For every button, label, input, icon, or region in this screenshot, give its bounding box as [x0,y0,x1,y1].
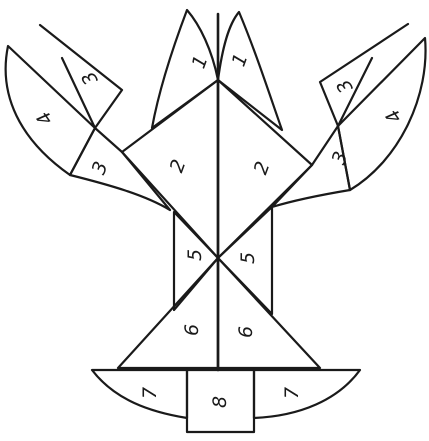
label-shoulder-left: 3 [88,159,113,178]
label-wing-left: 2 [166,157,191,176]
label-fin-right: 7 [281,387,303,399]
label-wing-right: 2 [250,159,275,178]
label-claw-left: 4 [33,107,58,130]
label-claw-right: 4 [382,105,407,128]
label-horn-left: 1 [188,53,213,72]
right-body-piece [218,258,320,368]
left-body-piece [118,258,218,368]
label-body-left: 6 [181,324,203,336]
label-neck-left: 5 [184,249,206,261]
label-fin-left: 7 [139,387,161,399]
left-shoulder-piece [70,128,170,210]
label-shoulder-right: 3 [328,149,353,168]
right-fin-piece [254,370,360,418]
label-body-right: 6 [235,326,257,338]
label-center-block: 8 [209,396,231,408]
label-neck-right: 5 [237,252,259,264]
label-horn-right: 1 [228,51,253,70]
right-horn-piece [218,12,282,130]
